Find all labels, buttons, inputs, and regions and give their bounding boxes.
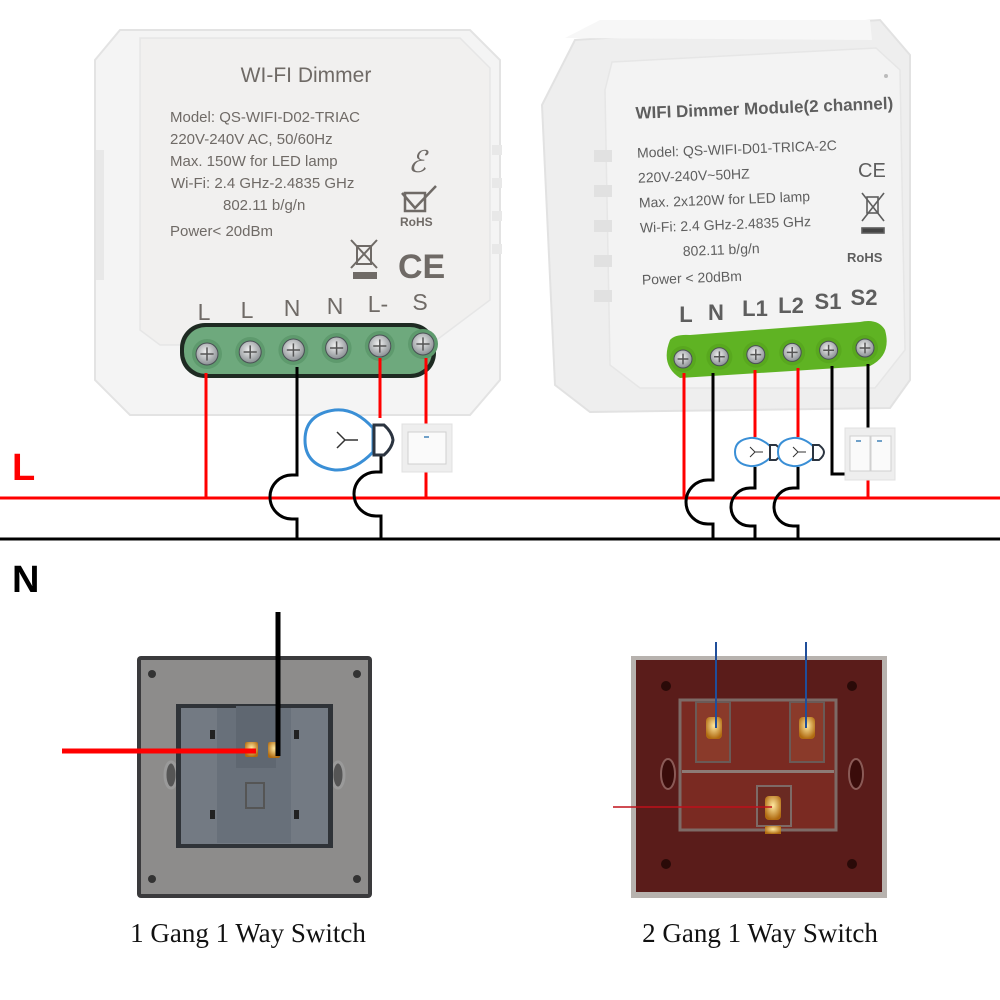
light-bulb-icon [303,408,395,472]
module-1-wiring [204,358,428,539]
module-2-ce-mark: CE [858,160,886,182]
module-1-spec-voltage: 220V-240V AC, 50/60Hz [170,131,333,148]
module-1-ce-mark: CE [398,248,445,286]
module-2-vent-ribs [594,150,612,302]
e-mark-icon: ℰ [408,146,429,179]
neutral-bus-label: N [12,559,39,601]
module-2-spec-voltage: 220V-240V~50HZ [638,165,751,185]
wire-lamp2-neutral [772,467,800,539]
terminal-label: L [241,297,254,323]
terminal-label: L1 [742,296,768,321]
screw-slot-icon [823,344,834,356]
module-1-screws [192,329,438,369]
screw-slot-icon [330,341,344,355]
module-1-dimmer: WI-FI Dimmer Model: QS-WIFI-D02-TRIAC 22… [94,29,502,416]
led-indicator [884,74,888,78]
screw-slot-icon [750,349,762,360]
module-2-wiring [682,364,870,539]
screw-slot-icon [373,339,387,353]
wire-lamp-neutral [352,455,383,539]
wall-switch-1gang-icon [401,423,453,473]
module-1-spec-wifi: Wi-Fi: 2.4 GHz-2.4835 GHz [171,175,354,192]
live-bus-label: L [12,447,35,489]
terminal-screw [706,717,722,739]
switch-1gang-back [137,656,372,898]
switch-1gang-caption: 1 Gang 1 Way Switch [130,918,366,948]
terminal-label: S2 [851,285,878,310]
module-2-spec-protocol: 802.11 b/g/n [683,240,760,259]
wall-switch-2gang-icon [844,427,896,481]
screw-slot-icon [200,347,214,361]
screw-slot-icon [416,337,430,351]
weee-bin-icon [350,239,378,279]
module-2-dimmer: WIFI Dimmer Module(2 channel) Model: QS-… [540,18,911,414]
module-2-spec-power: Power < 20dBm [642,268,743,288]
terminal-label: S [412,289,427,315]
terminal-label: N [284,295,301,321]
wire-lamp1-neutral [729,467,757,539]
module-1-spec-power: Power< 20dBm [170,223,273,240]
switch-2gang-back [631,656,887,898]
rohs-check-icon [401,185,437,213]
module-1-spec-max-load: Max. 150W for LED lamp [170,153,338,170]
weee-bin-icon [861,192,885,234]
terminal-label: N [708,300,724,325]
wire-neutral [684,373,715,539]
module-1-vent-ribs [96,145,502,280]
module-1-spec-protocol: 802.11 b/g/n [223,197,305,214]
module-1-title: WI-FI Dimmer [241,64,372,87]
screw-slot-icon [786,347,798,358]
terminal-label: N [327,293,344,319]
terminal-label: L [198,299,211,325]
module-2-screws [670,335,878,372]
terminal-screw [765,796,781,820]
module-1-spec-model: Model: QS-WIFI-D02-TRIAC [170,109,360,126]
screw-slot-icon [286,343,300,357]
terminal-label: L [679,302,692,327]
module-1-rohs-label: RoHS [400,215,433,229]
wire-switch-s1 [830,366,845,476]
terminal-label: S1 [815,289,842,314]
terminal-label: L- [368,291,388,317]
light-bulb-icon [733,436,783,468]
screw-slot-icon [859,342,871,354]
module-2-spec-wifi: Wi-Fi: 2.4 GHz-2.4835 GHz [640,213,812,236]
screw-slot-icon [243,345,257,359]
screw-slot-icon [677,353,689,365]
wire-neutral [268,367,299,539]
screw-slot-icon [714,351,725,363]
light-bulb-icon [776,436,826,468]
module-2-rohs-label: RoHS [847,250,883,265]
module-2-terminal-labels: L N L1 L2 S1 S2 [679,285,877,327]
module-2-spec-max-load: Max. 2x120W for LED lamp [639,188,811,211]
module-2-spec-model: Model: QS-WIFI-D01-TRICA-2C [637,137,837,161]
module-1-terminal-labels: L L N N L- S [198,289,428,325]
switch-2gang-caption: 2 Gang 1 Way Switch [642,918,878,948]
terminal-label: L2 [778,293,804,318]
